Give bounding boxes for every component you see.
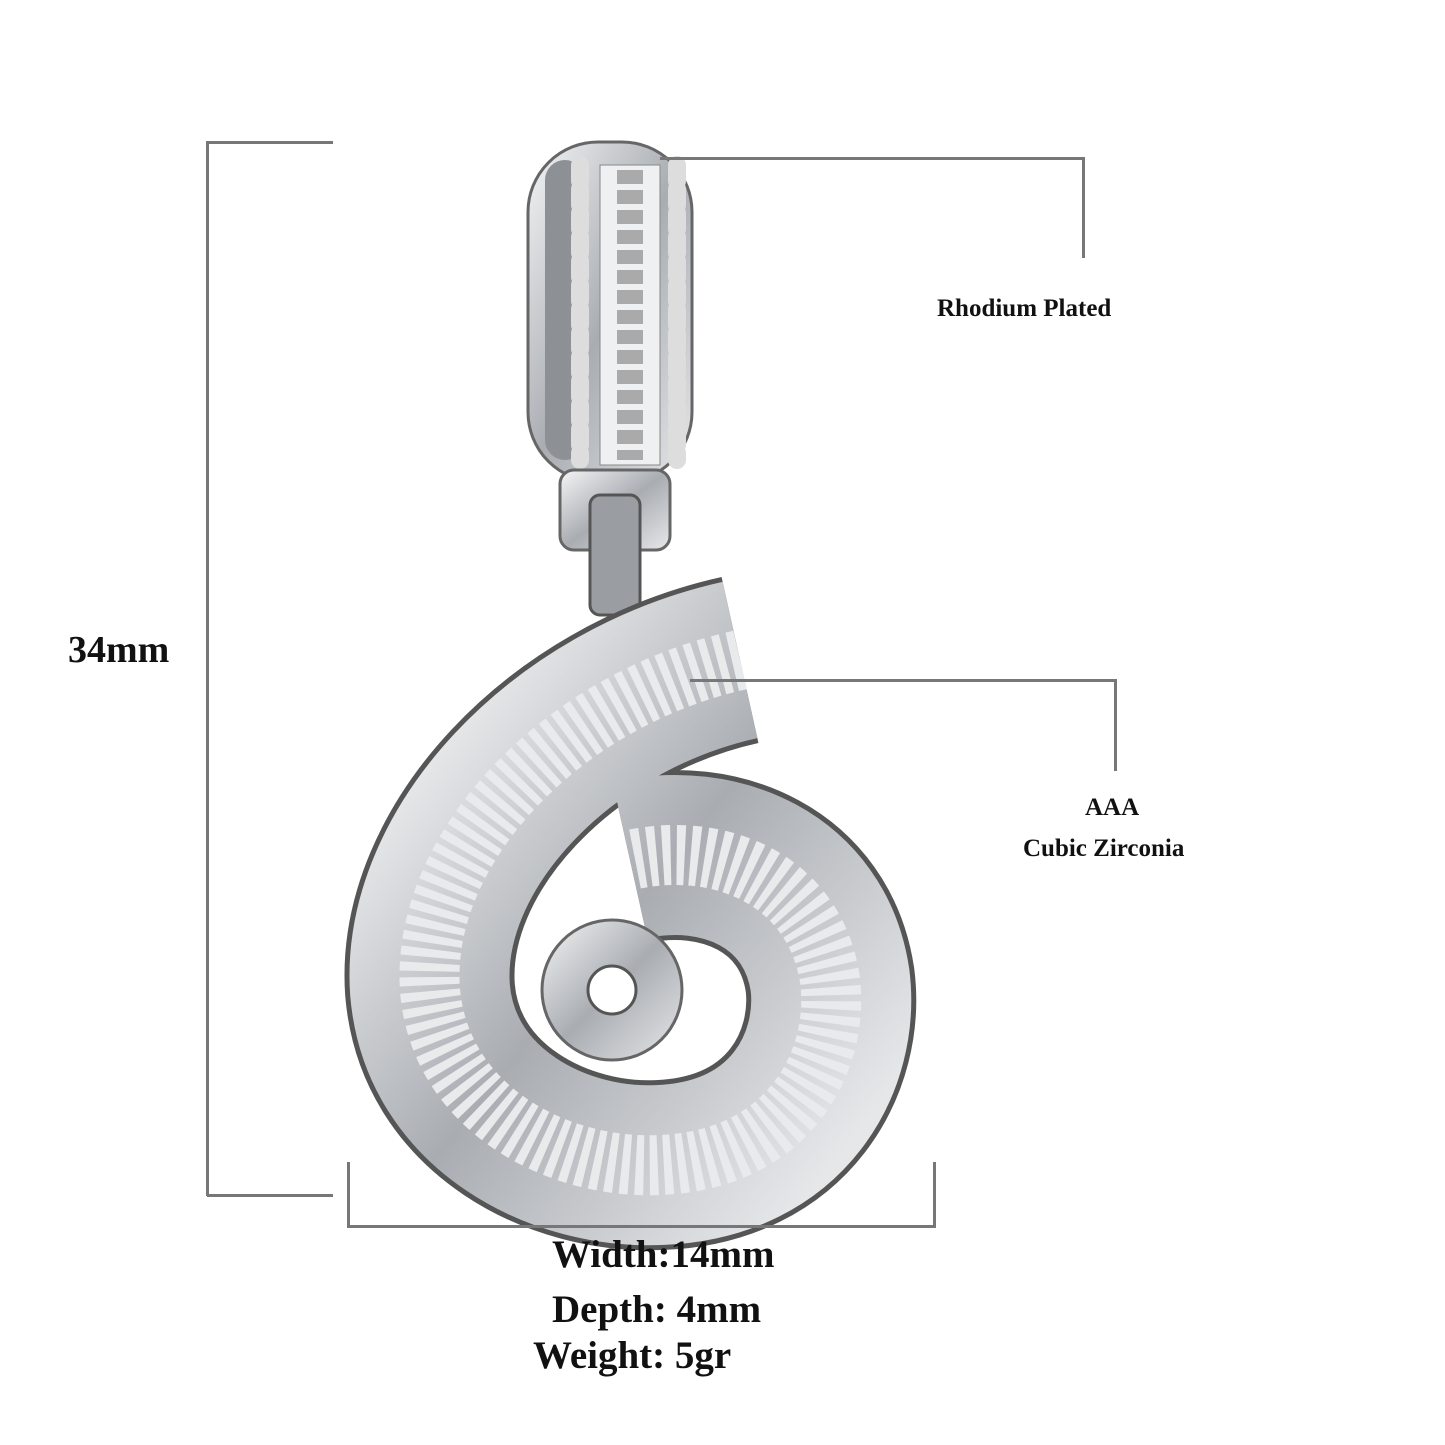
width-bracket-horizontal: [347, 1225, 936, 1228]
width-bracket-left: [347, 1162, 350, 1228]
stone-grade-label: AAA: [1085, 794, 1140, 821]
height-bracket-top: [207, 141, 333, 144]
height-bracket-bottom: [207, 1194, 333, 1197]
width-bracket-right: [933, 1162, 936, 1228]
width-label: Width:14mm: [552, 1233, 775, 1276]
depth-label: Depth: 4mm: [552, 1288, 762, 1331]
height-bracket-vertical: [206, 141, 209, 1196]
stone-type-label: Cubic Zirconia: [1023, 835, 1185, 862]
weight-label: Weight: 5gr: [533, 1334, 732, 1377]
plating-callout-drop: [1082, 157, 1085, 258]
plating-label: Rhodium Plated: [937, 295, 1112, 322]
link: [558, 468, 672, 617]
height-label: 34mm: [68, 629, 170, 671]
stone-callout-line: [690, 679, 1116, 682]
stone-callout-drop: [1114, 679, 1117, 771]
number-six: [344, 577, 917, 1251]
plating-callout-line: [660, 157, 1084, 160]
bail: [526, 140, 694, 484]
